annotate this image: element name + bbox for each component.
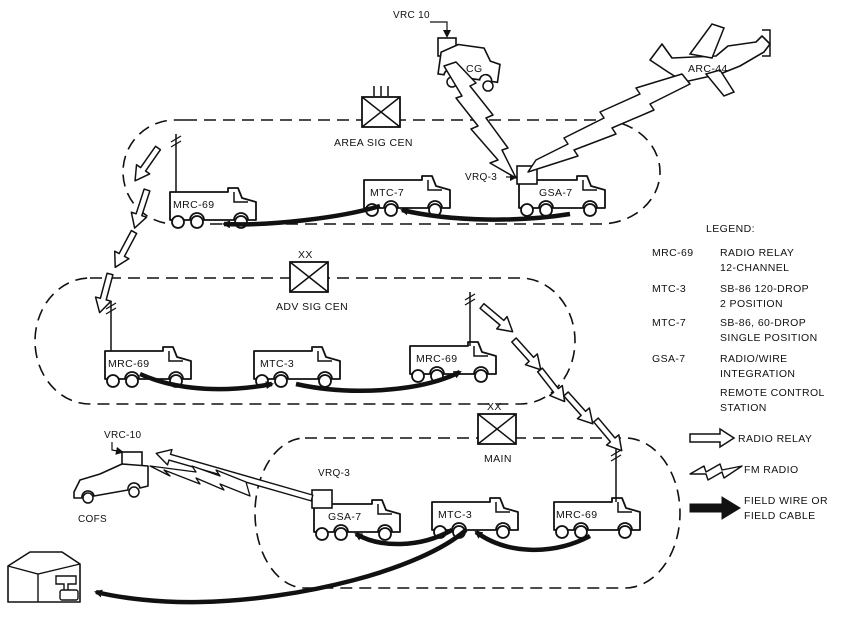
legend-title: LEGEND: xyxy=(706,223,755,235)
legend-desc-2a: SB-86 120-DROP xyxy=(720,283,809,295)
wire-main-mtc3-tent xyxy=(94,528,468,605)
main-label: MAIN xyxy=(484,453,512,465)
cofs-vehicle: COFS xyxy=(73,451,149,525)
legend: LEGEND: MRC-69 RADIO RELAY 12-CHANNEL MT… xyxy=(652,223,828,522)
legend-desc-2b: 2 POSITION xyxy=(720,298,783,310)
relay-arrow-9 xyxy=(589,414,629,457)
legend-desc-3b: SINGLE POSITION xyxy=(720,332,818,344)
vrq3-top-callout: VRQ-3 xyxy=(465,172,497,183)
adv-mtc3-truck: MTC-3 xyxy=(253,346,341,388)
legend-desc-4c: REMOTE CONTROL xyxy=(720,387,825,399)
area-gsa7-truck: GSA-7 xyxy=(516,165,606,217)
adv-echelon: XX xyxy=(298,249,313,261)
aircraft-arc44: ARC-44 xyxy=(649,23,771,97)
fm-link-cg-gsa7 xyxy=(443,61,517,179)
legend-desc-4d: STATION xyxy=(720,402,767,414)
adv-sig-cen-symbol: XX ADV SIG CEN xyxy=(276,249,348,313)
wire-adv-mtc3-mrc69b xyxy=(295,369,462,393)
legend-desc-4b: INTEGRATION xyxy=(720,368,795,380)
adv-enclosure xyxy=(34,277,576,405)
aircraft-label: ARC-44 xyxy=(688,63,728,75)
wire-adv-mrc69a-mtc3 xyxy=(139,371,274,392)
relay-arrow-1 xyxy=(127,142,166,187)
vrc10-top-callout: VRC 10 xyxy=(393,10,430,21)
area-sig-cen-symbol: AREA SIG CEN xyxy=(334,86,413,149)
main-gsa7-truck: GSA-7 xyxy=(311,489,401,541)
wire-area-mtc7-mrc69 xyxy=(222,203,381,229)
legend-desc-4a: RADIO/WIRE xyxy=(720,353,788,365)
relay-arrow-5 xyxy=(476,299,519,339)
relay-arrow-cofs xyxy=(155,448,314,502)
adv-mrc69a-truck: MRC-69 xyxy=(104,301,192,388)
adv-mrc69a-label: MRC-69 xyxy=(108,358,150,370)
legend-code-2: MTC-3 xyxy=(652,283,686,295)
adv-mrc69b-label: MRC-69 xyxy=(416,353,458,365)
adv-mtc3-label: MTC-3 xyxy=(260,358,294,370)
main-mtc3-label: MTC-3 xyxy=(438,509,472,521)
legend-field-wire-arrow xyxy=(689,496,741,520)
legend-code-3: MTC-7 xyxy=(652,317,686,329)
wire-main-mrc69-mtc3 xyxy=(474,530,592,552)
legend-fm-radio-arrow xyxy=(689,463,743,481)
main-echelon: XX xyxy=(487,401,502,413)
cg-vehicle: CG xyxy=(437,37,501,92)
area-gsa7-label: GSA-7 xyxy=(539,187,573,199)
fm-link-aircraft-gsa7 xyxy=(527,73,691,173)
adv-mrc69b-truck: MRC-69 xyxy=(409,292,497,383)
fm-link-main-cofs xyxy=(149,465,251,497)
legend-desc-1a: RADIO RELAY xyxy=(720,247,794,259)
main-gsa7-label: GSA-7 xyxy=(328,511,362,523)
adv-sig-cen-label: ADV SIG CEN xyxy=(276,301,348,313)
area-sig-cen-label: AREA SIG CEN xyxy=(334,137,413,149)
vrq3-main-callout: VRQ-3 xyxy=(318,468,350,479)
wire-main-mtc3-gsa7 xyxy=(354,528,454,547)
main-mtc3-truck: MTC-3 xyxy=(431,497,519,539)
main-mrc69-truck: MRC-69 xyxy=(553,448,641,539)
area-mtc7-label: MTC-7 xyxy=(370,187,404,199)
relay-arrow-3 xyxy=(107,227,142,272)
legend-code-4: GSA-7 xyxy=(652,353,686,365)
legend-desc-3a: SB-86, 60-DROP xyxy=(720,317,806,329)
legend-desc-1b: 12-CHANNEL xyxy=(720,262,789,274)
area-enclosure xyxy=(122,119,661,225)
area-mtc7-truck: MTC-7 xyxy=(363,175,451,217)
legend-field-wire-label-1: FIELD WIRE OR xyxy=(744,495,828,507)
legend-fm-radio-label: FM RADIO xyxy=(744,464,799,476)
legend-code-1: MRC-69 xyxy=(652,247,694,259)
area-mrc69-truck: MRC-69 xyxy=(169,134,257,229)
area-mrc69-label: MRC-69 xyxy=(173,199,215,211)
main-mrc69-label: MRC-69 xyxy=(556,509,598,521)
main-symbol: XX MAIN xyxy=(477,401,517,465)
relay-arrow-2 xyxy=(126,186,156,232)
command-tent-icon xyxy=(7,551,81,603)
wire-area-gsa7-mtc7 xyxy=(400,207,571,222)
legend-field-wire-label-2: FIELD CABLE xyxy=(744,510,816,522)
relay-arrow-8 xyxy=(559,387,600,430)
legend-radio-relay-label: RADIO RELAY xyxy=(738,433,812,445)
legend-radio-relay-arrow xyxy=(689,427,736,449)
cg-label: CG xyxy=(466,63,483,75)
cofs-label: COFS xyxy=(78,514,107,525)
vrc10-left-callout: VRC-10 xyxy=(104,430,142,441)
